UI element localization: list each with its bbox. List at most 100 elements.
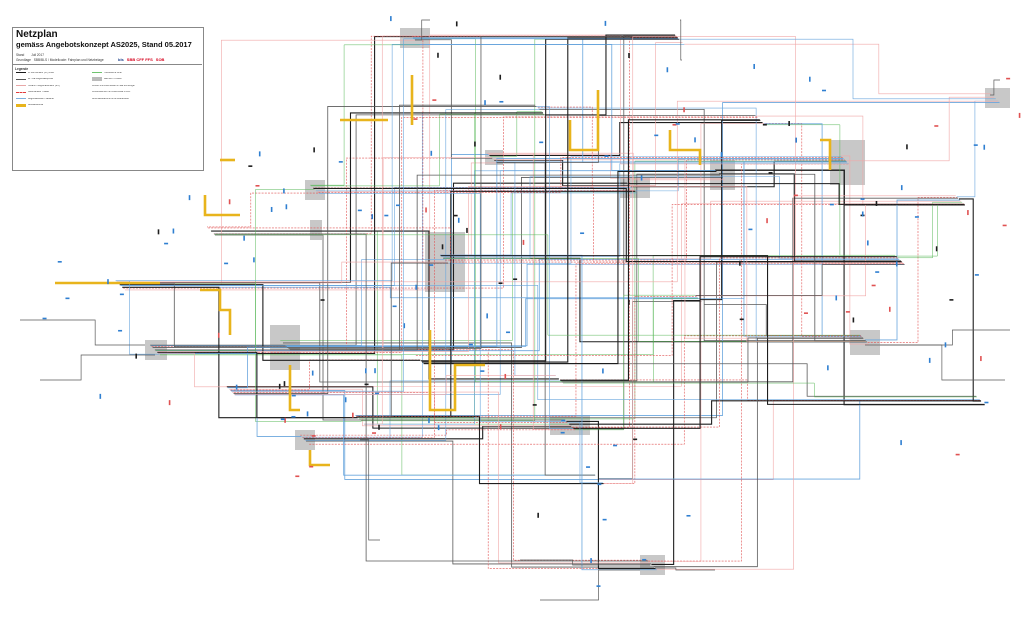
rail-line — [764, 124, 896, 256]
rail-branch — [360, 439, 380, 541]
expansion-line — [820, 138, 832, 170]
expansion-lines — [55, 75, 832, 467]
station-tick — [352, 412, 354, 418]
rail-line — [122, 286, 698, 299]
rail-line — [867, 197, 958, 343]
station-tick — [313, 147, 315, 153]
station-tick — [278, 383, 281, 389]
station-tick — [311, 370, 314, 376]
rail-line — [599, 399, 981, 481]
rail-line — [285, 259, 445, 346]
rail-line — [358, 160, 847, 420]
station-tick — [934, 125, 939, 127]
rail-line — [562, 337, 863, 383]
rail-line — [603, 36, 677, 484]
rail-line — [156, 186, 631, 352]
stand-value: Juli 2017 — [31, 53, 44, 57]
rail-line — [440, 192, 637, 256]
station-tick — [280, 418, 285, 421]
rail-line — [303, 425, 572, 440]
rail-line — [487, 152, 575, 431]
station-tick — [466, 227, 468, 233]
station-tick — [295, 475, 300, 478]
annotation-text: Knoten mit Anschlüssen in alle Richtunge… — [92, 84, 136, 87]
station-tick — [900, 440, 902, 446]
rail-line — [684, 43, 991, 95]
station-tick — [258, 151, 261, 157]
rail-line — [119, 284, 421, 361]
rail-line — [956, 100, 999, 198]
station-tick — [498, 282, 503, 285]
station-tick — [504, 373, 507, 379]
station-tick — [852, 317, 855, 323]
station-tick — [224, 262, 229, 265]
legend-label: Bahnhof / Knoten — [104, 78, 122, 81]
rail-line — [286, 158, 844, 347]
legend-sample — [16, 103, 26, 107]
station-tick — [392, 305, 397, 308]
expansion-line — [668, 130, 702, 165]
rail-line — [234, 375, 556, 395]
rail-line — [489, 122, 763, 156]
rail-branch — [40, 354, 155, 381]
expansion-line — [288, 365, 300, 412]
rail-line — [896, 203, 964, 257]
station-tick — [803, 312, 808, 314]
station-tick — [455, 21, 458, 27]
station-tick — [338, 161, 343, 163]
station-tick — [253, 257, 255, 263]
station-tick — [284, 417, 286, 423]
rail-line — [364, 35, 411, 425]
station-tick — [561, 419, 566, 422]
rail-line — [414, 39, 493, 159]
rail-line — [656, 195, 956, 570]
rail-line — [648, 123, 764, 562]
station-tick — [666, 67, 669, 73]
station-tick — [845, 311, 850, 313]
station-tick — [371, 214, 374, 220]
rail-line — [411, 36, 449, 264]
rail-line — [211, 230, 559, 380]
station-tick — [357, 209, 362, 212]
station-tick — [900, 185, 903, 191]
legend-sample — [16, 85, 26, 87]
rail-line — [721, 176, 899, 259]
station-tick — [306, 411, 309, 417]
station-tick — [99, 393, 102, 399]
station-tick — [766, 218, 768, 224]
rail-line — [572, 36, 678, 429]
rail-line — [598, 301, 702, 479]
legend-label: Regionalverkehr Variante — [28, 97, 54, 100]
station-tick — [374, 368, 376, 374]
station-tick — [499, 424, 502, 430]
station-tick — [168, 400, 171, 406]
annotation: Anschlussbahnhof ohne Wartezeiten — [92, 96, 150, 101]
rail-line — [410, 35, 850, 165]
rail-line — [313, 187, 902, 263]
station-tick — [403, 323, 406, 329]
station-tick — [320, 299, 325, 301]
station-tick — [430, 150, 433, 156]
station-tick — [291, 394, 296, 397]
station-tick — [429, 264, 434, 266]
rail-line — [704, 304, 861, 336]
station-tick — [590, 558, 592, 564]
rail-line — [599, 400, 981, 480]
rail-branch — [680, 19, 682, 61]
rail-line — [120, 186, 632, 287]
legend-item: Güterverkehr Trasse — [16, 90, 74, 95]
station-tick — [640, 175, 643, 181]
rail-line — [629, 42, 683, 186]
station-tick — [119, 293, 124, 296]
sob-logo: SOB — [155, 56, 165, 62]
rail-line — [627, 183, 965, 205]
station-tick — [396, 204, 401, 207]
station-tick — [597, 483, 602, 486]
legend-item: Bahnhof / Knoten — [92, 77, 150, 82]
rail-line — [422, 37, 678, 363]
station-tick — [344, 397, 347, 403]
legend-item: Regionalverkehr Variante — [16, 96, 74, 101]
rail-line — [448, 156, 842, 264]
station-tick — [906, 144, 908, 150]
station-tick — [967, 210, 969, 216]
